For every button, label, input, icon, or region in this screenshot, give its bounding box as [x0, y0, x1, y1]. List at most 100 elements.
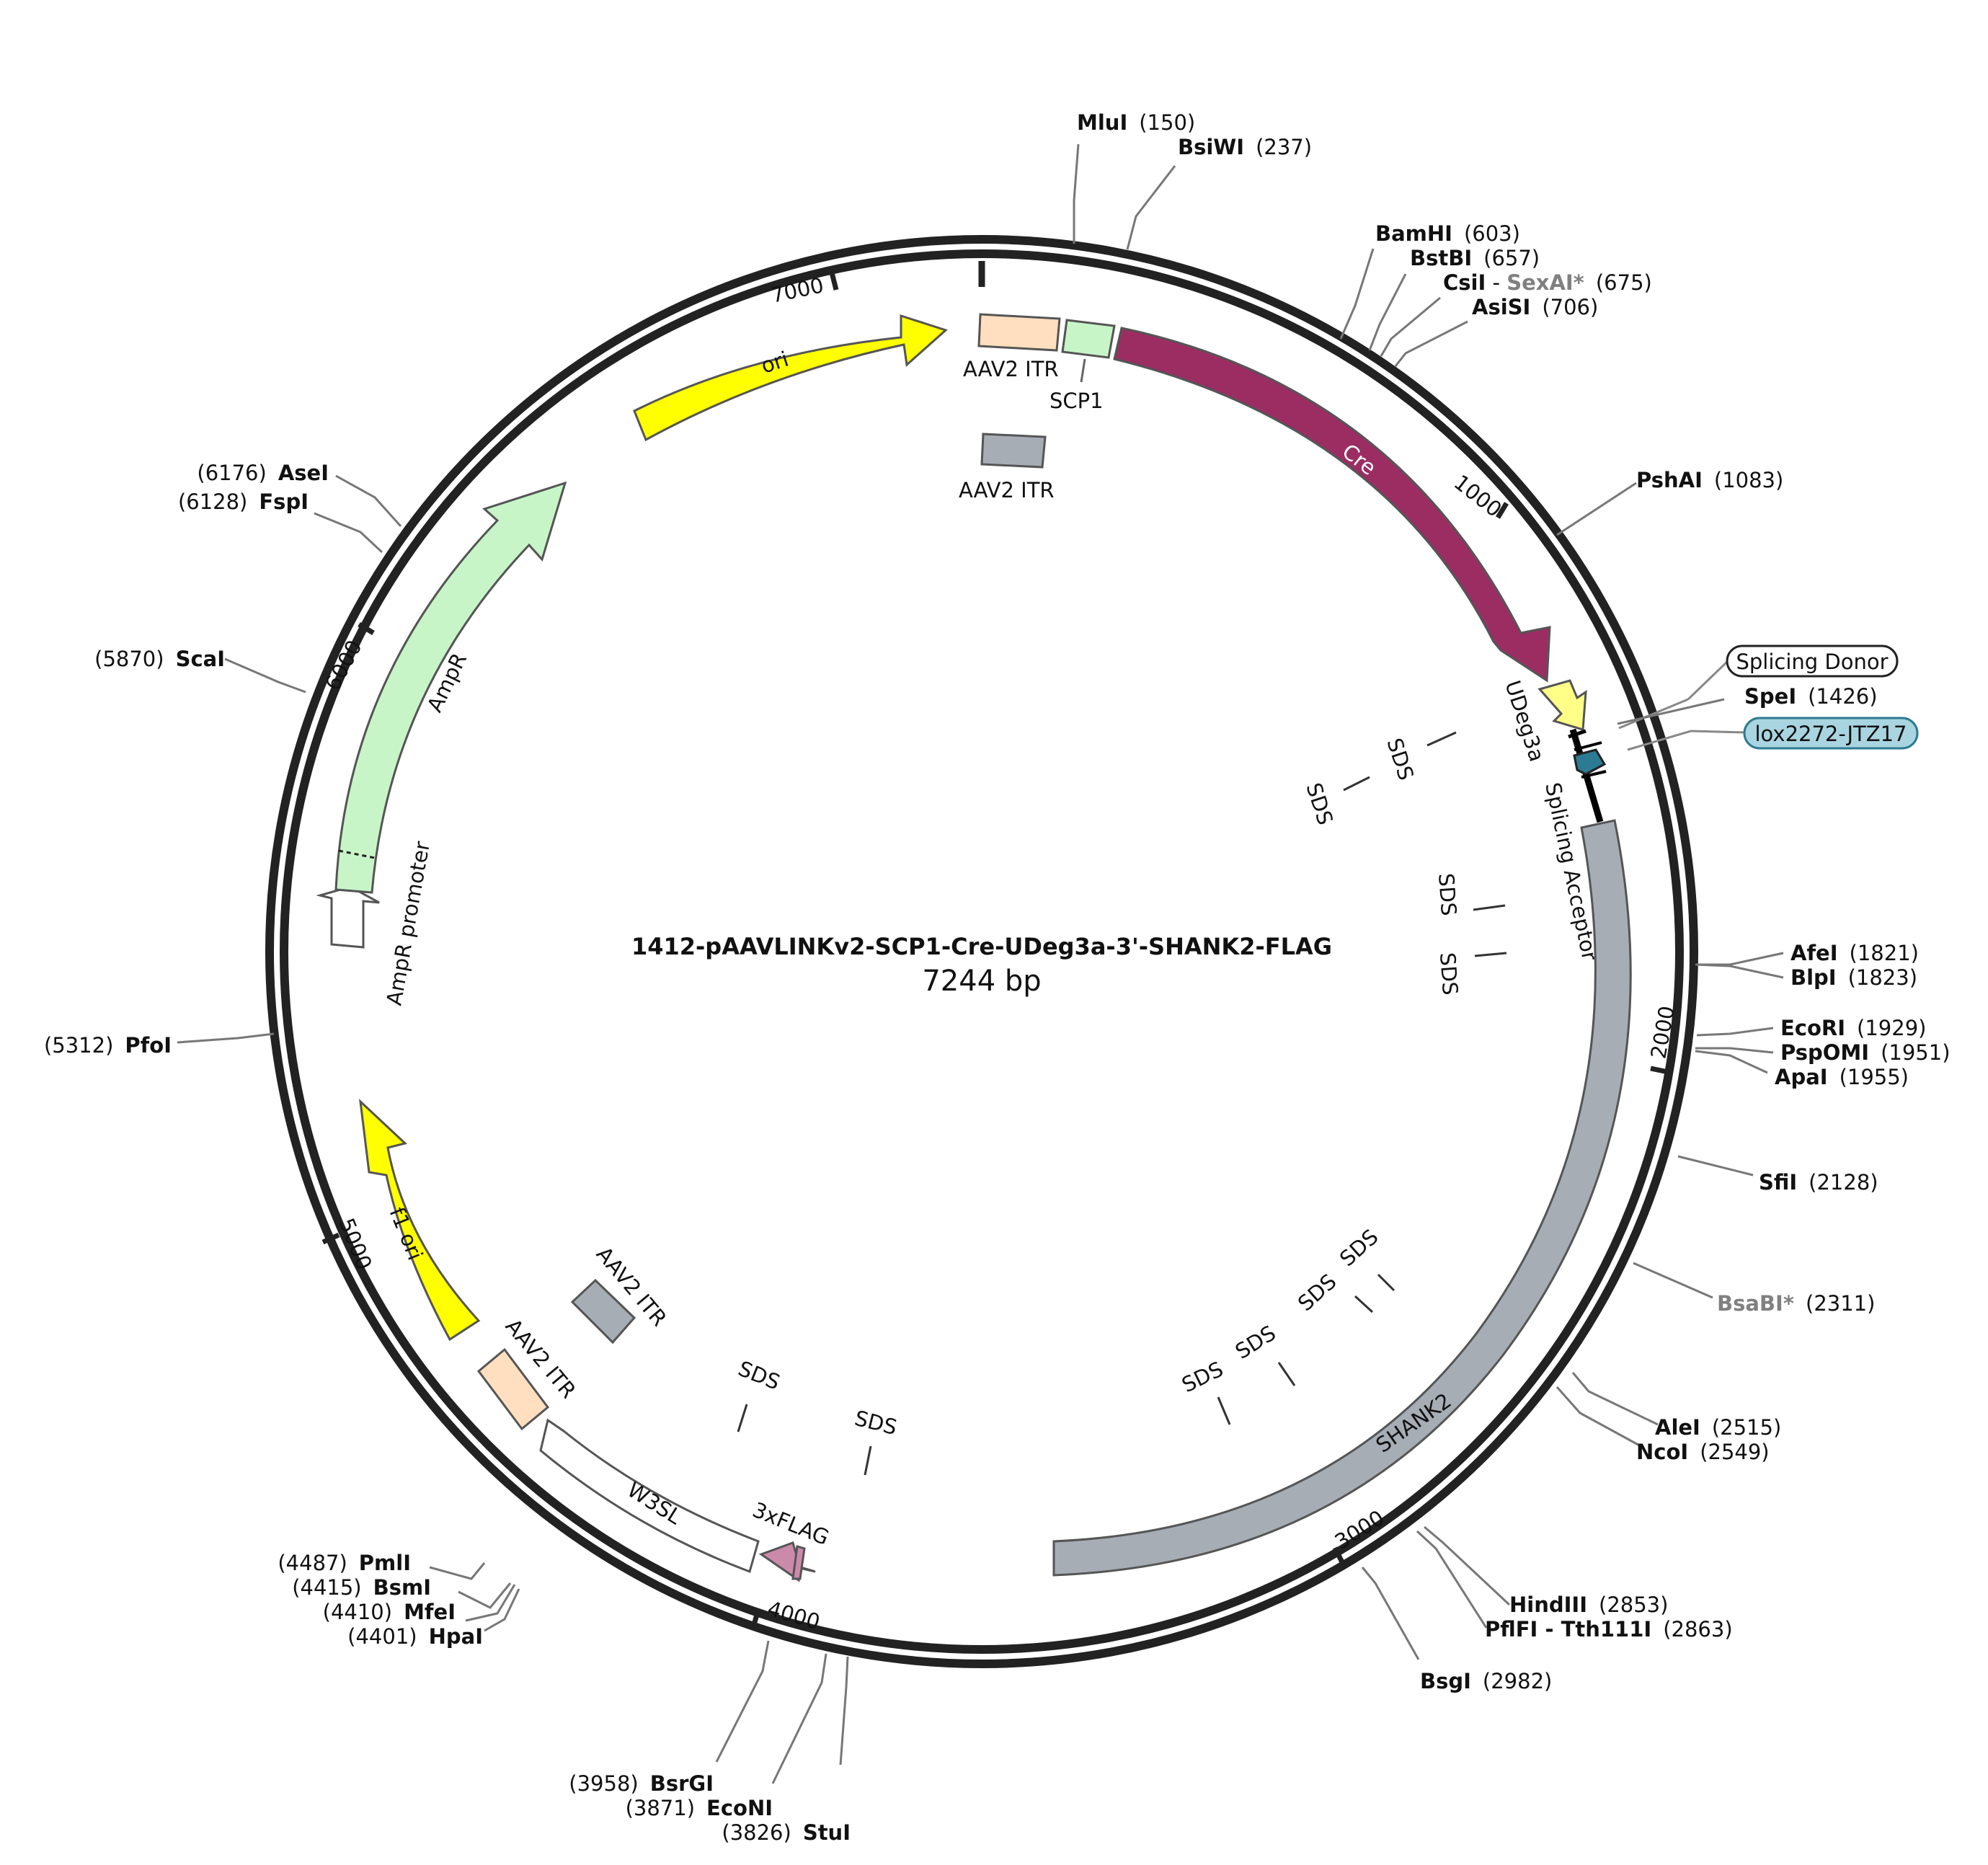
leader-bsgi [1361, 1567, 1420, 1660]
site-sfii[interactable]: SfiI(2128) [1759, 1170, 1878, 1195]
site-pos-blpi: (1823) [1848, 965, 1917, 990]
site-pfoi[interactable]: (5312)PfoI [44, 1033, 172, 1058]
site-apai[interactable]: ApaI(1955) [1775, 1065, 1909, 1089]
site-pos-csii: (675) [1596, 270, 1652, 295]
leader-alei [1571, 1372, 1659, 1426]
sds-label-10: SDS [852, 1406, 900, 1440]
leader-bsabi [1633, 1262, 1713, 1299]
site-name-pflfi: PflFI [1485, 1617, 1537, 1642]
flag-label-lox2272[interactable]: lox2272-JTZ17 [1627, 717, 1919, 751]
leader-mlui [1073, 143, 1080, 244]
feature-f1-ori[interactable] [359, 1099, 481, 1342]
site-name-blpi: BlpI [1790, 965, 1837, 990]
site-pos-hindiii: (2853) [1599, 1592, 1668, 1617]
site-hindiii[interactable]: HindIII(2853) [1509, 1592, 1668, 1617]
site-pshai[interactable]: PshAI(1083) [1636, 468, 1783, 492]
leader-hpai [484, 1588, 520, 1632]
site-name-alei: AleI [1655, 1415, 1700, 1440]
sds-label-6: SDS [1293, 1269, 1341, 1316]
leader-bstbi [1368, 273, 1407, 351]
feature-aav2-itr-inner-top[interactable] [980, 433, 1047, 469]
leader-ecori [1696, 1027, 1774, 1037]
feature-lox2272-jtz17[interactable] [1573, 748, 1607, 776]
site-hpai[interactable]: (4401)HpaI [347, 1624, 483, 1649]
flag-label-splicing-donor[interactable]: Splicing Donor [1618, 644, 1899, 730]
site-ncoi[interactable]: NcoI(2549) [1636, 1440, 1770, 1464]
site-alei[interactable]: AleI(2515) [1655, 1415, 1781, 1440]
site-econi[interactable]: (3871)EcoNI [626, 1796, 773, 1820]
feature-scp1[interactable] [1061, 319, 1116, 359]
site-pos-mlui: (150) [1139, 110, 1195, 135]
feature-aav2-itr-top[interactable] [977, 313, 1061, 352]
feature-leader-scp1 [1080, 358, 1086, 383]
leader-econi [771, 1653, 827, 1784]
sds-label-2: SDS [1301, 780, 1338, 828]
feature-shank2[interactable] [1052, 819, 1632, 1577]
site-name-asisi: AsiSI [1472, 295, 1530, 319]
flag-text-splicing-donor: Splicing Donor [1736, 650, 1888, 674]
feature-label-scp1: SCP1 [1050, 389, 1104, 413]
site-name-asei: AseI [278, 461, 329, 485]
feature-udeg3a[interactable] [1537, 679, 1587, 731]
site-pos-econi: (3871) [626, 1796, 695, 1820]
site-csii[interactable]: CsiI - SexAI*(675) [1443, 270, 1652, 295]
leader-stui [839, 1656, 849, 1766]
tick-4000 [750, 1609, 761, 1628]
site-bsrgi[interactable]: (3958)BsrGI [569, 1771, 714, 1796]
site-pspomi[interactable]: PspOMI(1951) [1780, 1040, 1951, 1065]
site-pmli[interactable]: (4487)PmlI [278, 1551, 411, 1575]
site-name-apai: ApaI [1775, 1065, 1828, 1089]
site-mlui[interactable]: MluI(150) [1077, 110, 1195, 135]
site-pflfi[interactable]: PflFI - Tth111I(2863) [1485, 1617, 1733, 1642]
feature-ori[interactable] [633, 314, 948, 442]
site-bsgi[interactable]: BsgI(2982) [1420, 1669, 1552, 1693]
site-name-csii: CsiI [1443, 270, 1486, 295]
feature-w3sl[interactable] [539, 1418, 760, 1573]
site-bsmi[interactable]: (4415)BsmI [292, 1575, 431, 1600]
site-pos-bsgi: (2982) [1483, 1669, 1552, 1693]
backbone-inner-ring [280, 249, 1684, 1654]
feature-aav2-itr-bottom[interactable] [476, 1347, 550, 1431]
sds-label-4: SDS [1435, 952, 1463, 996]
site-pos-mfei: (4410) [323, 1600, 392, 1624]
site-fspi[interactable]: (6128)FspI [178, 489, 309, 514]
site-scai[interactable]: (5870)ScaI [94, 647, 225, 671]
tick-1000 [1495, 502, 1509, 519]
feature-label-aav2-itr-inner-top: AAV2 ITR [959, 478, 1055, 502]
leader-pmli [429, 1562, 486, 1580]
site-bsiwi[interactable]: BsiWI(237) [1178, 135, 1312, 159]
site-afei[interactable]: AfeI(1821) [1790, 941, 1919, 965]
site-spei[interactable]: SpeI(1426) [1744, 684, 1878, 709]
feature-ampr[interactable] [334, 481, 567, 894]
feature-ampr-promoter[interactable] [316, 885, 380, 949]
site-name-hpai: HpaI [429, 1624, 483, 1649]
site-mfei[interactable]: (4410)MfeI [323, 1600, 456, 1624]
leader-splicing-donor [1618, 698, 1689, 730]
feature-3xflag-body[interactable] [791, 1545, 806, 1580]
leader-fspi [314, 512, 383, 554]
feature-aav2-itr-inner-bottom[interactable] [570, 1278, 636, 1345]
sds-mark-10 [864, 1445, 872, 1476]
site-name-ecori: EcoRI [1780, 1016, 1845, 1040]
site-ecori[interactable]: EcoRI(1929) [1780, 1016, 1926, 1040]
tick-3000 [1332, 1546, 1345, 1564]
site-blpi[interactable]: BlpI (1823) [1790, 965, 1917, 990]
site-name-spei: SpeI [1744, 684, 1796, 709]
sds-label-1: SDS [1382, 735, 1419, 784]
leader-pspomi [1695, 1047, 1774, 1054]
site-pos-bsrgi: (3958) [569, 1771, 638, 1796]
site-asisi[interactable]: AsiSI(706) [1472, 295, 1598, 319]
site-name-stui: StuI [803, 1820, 851, 1845]
leader-bsiwi [1126, 165, 1176, 250]
site-sep-csii: - [1486, 270, 1506, 295]
site-sep-pflfi: - [1537, 1617, 1561, 1642]
site-bstbi[interactable]: BstBI(657) [1410, 246, 1540, 270]
site-bsabi[interactable]: BsaBI*(2311) [1717, 1291, 1875, 1316]
site-pos-bamhi: (603) [1464, 221, 1520, 246]
sds-mark-3 [1473, 904, 1506, 911]
feature-cre[interactable] [1113, 327, 1551, 683]
site-bamhi[interactable]: BamHI(603) [1375, 221, 1520, 246]
tick-2000 [1650, 1066, 1669, 1075]
site-stui[interactable]: (3826)StuI [722, 1820, 851, 1845]
site-asei[interactable]: (6176)AseI [197, 461, 329, 485]
